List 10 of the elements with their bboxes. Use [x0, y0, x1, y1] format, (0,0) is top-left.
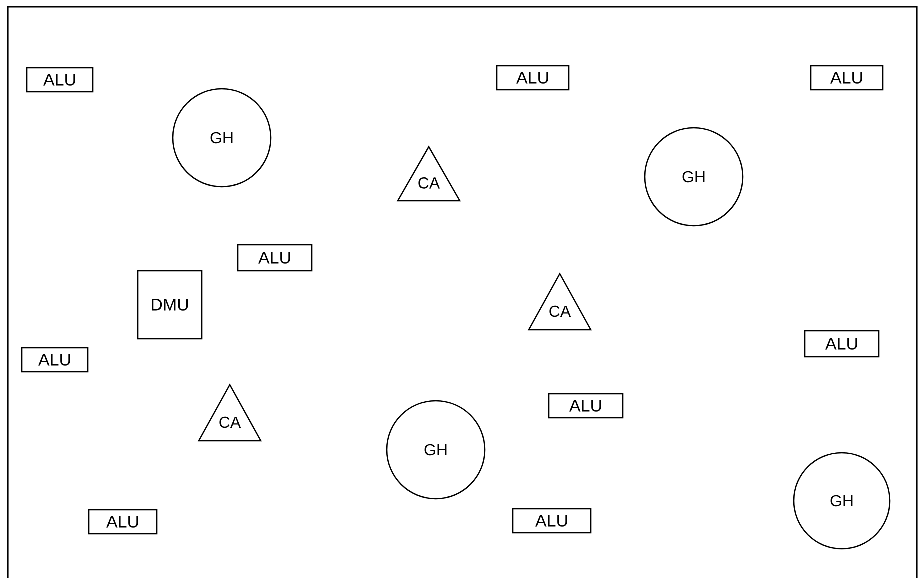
unit-box: ALU — [804, 330, 880, 358]
unit-box: ALU — [237, 244, 313, 272]
unit-box: ALU — [496, 65, 570, 91]
unit-box: DMU — [137, 270, 203, 340]
unit-box: ALU — [512, 508, 592, 534]
unit-box: ALU — [21, 347, 89, 373]
unit-box: ALU — [88, 509, 158, 535]
unit-box: ALU — [810, 65, 884, 91]
unit-box: ALU — [548, 393, 624, 419]
unit-box: ALU — [26, 67, 94, 93]
